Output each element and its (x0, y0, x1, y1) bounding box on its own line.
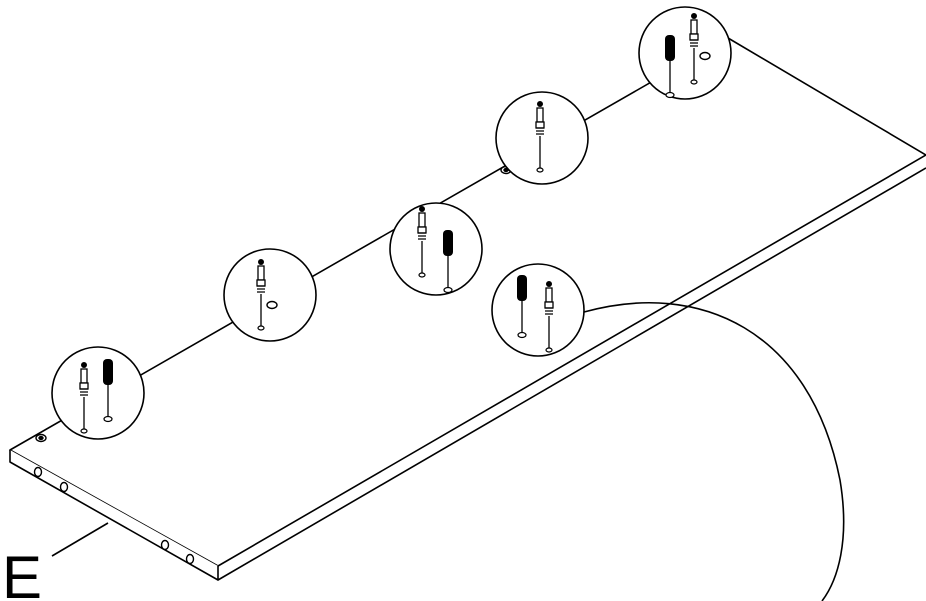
callout-4 (495, 91, 589, 185)
label-leader (51, 522, 109, 557)
part-label: E (2, 544, 42, 601)
edge-holes (33, 466, 195, 565)
callout-6 (491, 263, 585, 357)
callout-3 (389, 202, 483, 296)
callout-1 (51, 346, 145, 440)
shelf-panel (9, 37, 926, 581)
callout-2 (223, 248, 317, 342)
rotation-arc (583, 301, 845, 601)
callout-5 (638, 6, 732, 100)
